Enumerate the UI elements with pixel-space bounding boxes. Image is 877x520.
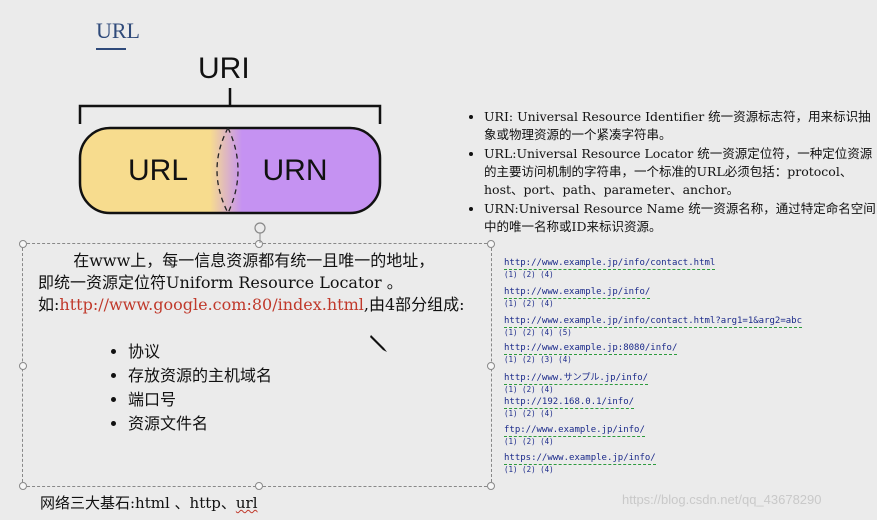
part-host: 存放资源的主机域名 <box>128 364 272 388</box>
url-parts-list: 协议 存放资源的主机域名 端口号 资源文件名 <box>98 340 272 436</box>
part-filename: 资源文件名 <box>128 412 272 436</box>
urn-region <box>242 128 380 213</box>
url-region <box>80 128 220 213</box>
uri-url-urn-diagram: URL URN <box>78 88 382 215</box>
definition-uri: URI: Universal Resource Identifier 统一资源标… <box>484 108 877 144</box>
resize-handle[interactable] <box>19 482 27 490</box>
part-protocol: 协议 <box>128 340 272 364</box>
url-example: http://www.サンプル.jp/info/(1) (2) (4) <box>504 370 649 394</box>
resize-handle[interactable] <box>487 240 495 248</box>
url-label: URL <box>128 154 188 187</box>
uri-label: URI <box>198 52 250 85</box>
rotate-handle-icon[interactable] <box>250 220 270 244</box>
resize-handle[interactable] <box>487 362 495 370</box>
uri-bracket <box>78 104 382 124</box>
resize-handle[interactable] <box>255 482 263 490</box>
paragraph-line: 在www上，每一信息资源都有统一且唯一的地址， <box>73 251 435 270</box>
url-example: https://www.example.jp/info/(1) (2) (4) <box>504 453 656 474</box>
title-underline <box>96 48 126 50</box>
resize-handle[interactable] <box>19 240 27 248</box>
url-example: ftp://www.example.jp/info/(1) (2) (4) <box>504 425 645 446</box>
definitions-list: URI: Universal Resource Identifier 统一资源标… <box>456 108 877 237</box>
url-example: http://192.168.0.1/info/(1) (2) (4) <box>504 397 635 418</box>
urn-label: URN <box>263 154 328 187</box>
url-paragraph: 在www上，每一信息资源都有统一且唯一的地址， 即统一资源定位符Uniform … <box>38 250 488 316</box>
paragraph-line: 即统一资源定位符Uniform Resource Locator 。 <box>38 273 403 292</box>
url-example: http://www.example.jp/info/(1) (2) (4) <box>504 287 651 308</box>
part-port: 端口号 <box>128 388 272 412</box>
definition-urn: URN:Universal Resource Name 统一资源名称，通过特定命… <box>484 200 877 236</box>
selected-text-box[interactable] <box>19 240 495 490</box>
paragraph-example: 如:http://www.google.com:80/index.html,由4… <box>38 295 465 314</box>
definition-url: URL:Universal Resource Locator 统一资源定位符，一… <box>484 145 877 199</box>
url-example: http://www.example.jp:8080/info/(1) (2) … <box>504 343 678 364</box>
url-example: http://www.example.jp/info/contact.html?… <box>504 316 803 337</box>
resize-handle[interactable] <box>487 482 495 490</box>
resize-handle[interactable] <box>255 240 263 248</box>
resize-handle[interactable] <box>19 362 27 370</box>
slide-title: URL <box>96 18 140 43</box>
url-example: http://www.example.jp/info/contact.html(… <box>504 258 716 279</box>
example-url-link[interactable]: http://www.google.com:80/index.html <box>59 295 364 314</box>
watermark: https://blog.csdn.net/qq_43678290 <box>622 492 822 507</box>
pen-cursor-icon <box>370 335 387 352</box>
footer-text: 网络三大基石:html 、http、url <box>40 494 258 512</box>
